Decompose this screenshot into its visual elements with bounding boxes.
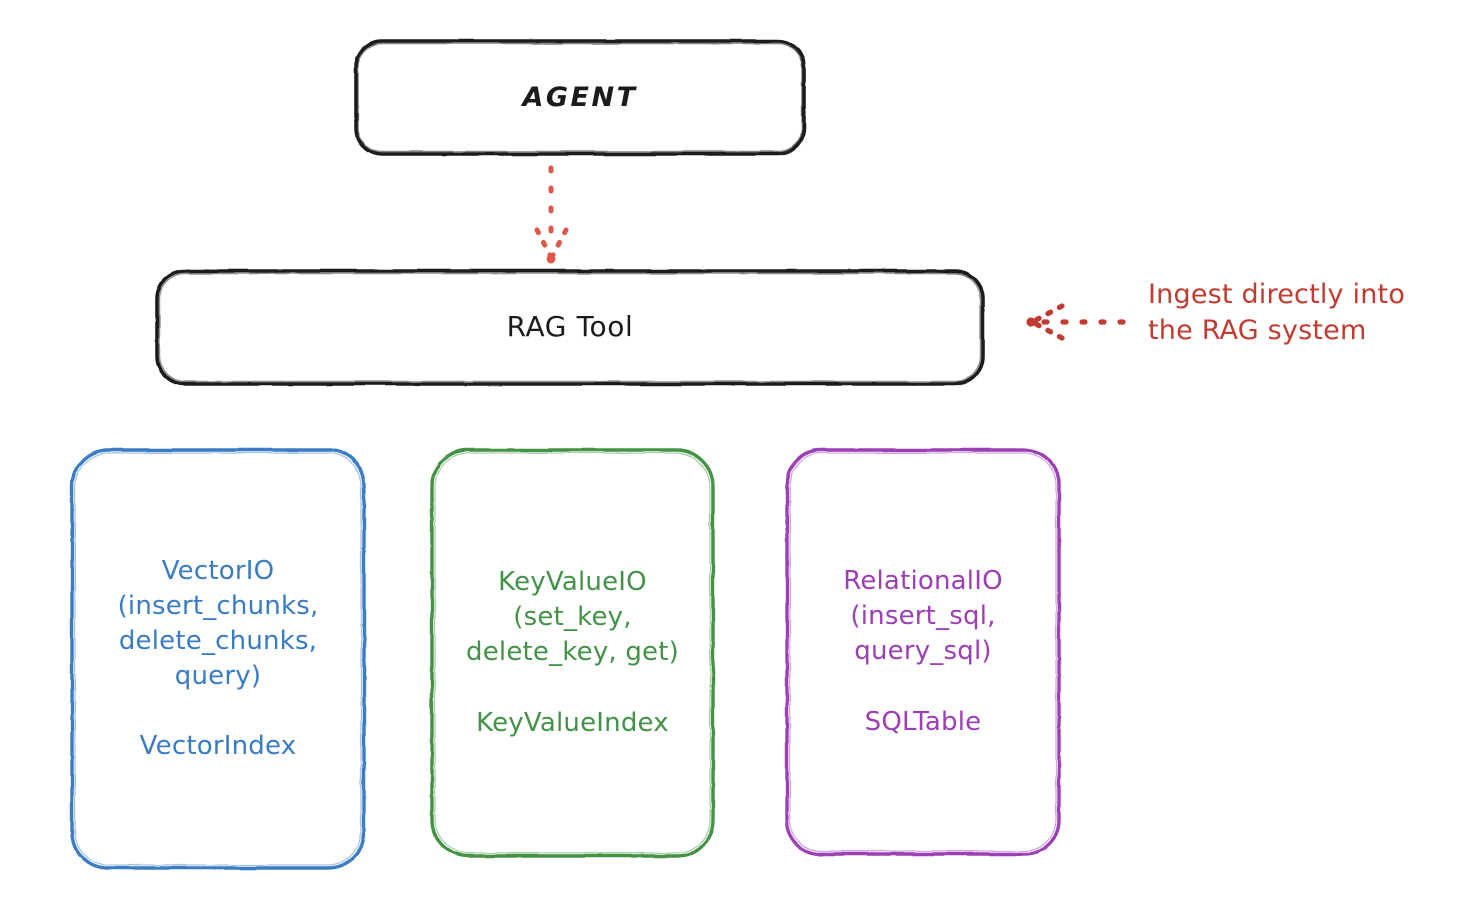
vector-io-node[interactable]: VectorIO (insert_chunks, delete_chunks, …: [70, 448, 366, 870]
relational-io-node[interactable]: RelationalIO (insert_sql, query_sql) SQL…: [785, 448, 1061, 856]
rag-tool-label: RAG Tool: [506, 310, 634, 344]
key-value-io-label: KeyValueIO (set_key, delete_key, get) Ke…: [466, 567, 679, 738]
agent-to-rag-arrow: [534, 165, 569, 264]
rag-tool-box-outline: [155, 269, 985, 386]
vector-io-label: VectorIO (insert_chunks, delete_chunks, …: [117, 555, 319, 762]
ingest-arrow: [1026, 303, 1126, 341]
agent-box-outline: [354, 39, 806, 156]
vector-io-box-outline: [70, 448, 366, 870]
key-value-io-node[interactable]: KeyValueIO (set_key, delete_key, get) Ke…: [430, 448, 715, 858]
agent-label: AGENT: [522, 81, 638, 113]
rag-tool-node[interactable]: RAG Tool: [155, 270, 985, 385]
relational-io-box-outline: [785, 448, 1061, 856]
ingest-annotation-text: Ingest directly into the RAG system: [1148, 279, 1406, 346]
key-value-io-box-outline: [430, 448, 715, 858]
relational-io-label: RelationalIO (insert_sql, query_sql) SQL…: [843, 566, 1003, 737]
agent-node[interactable]: AGENT: [355, 40, 805, 155]
